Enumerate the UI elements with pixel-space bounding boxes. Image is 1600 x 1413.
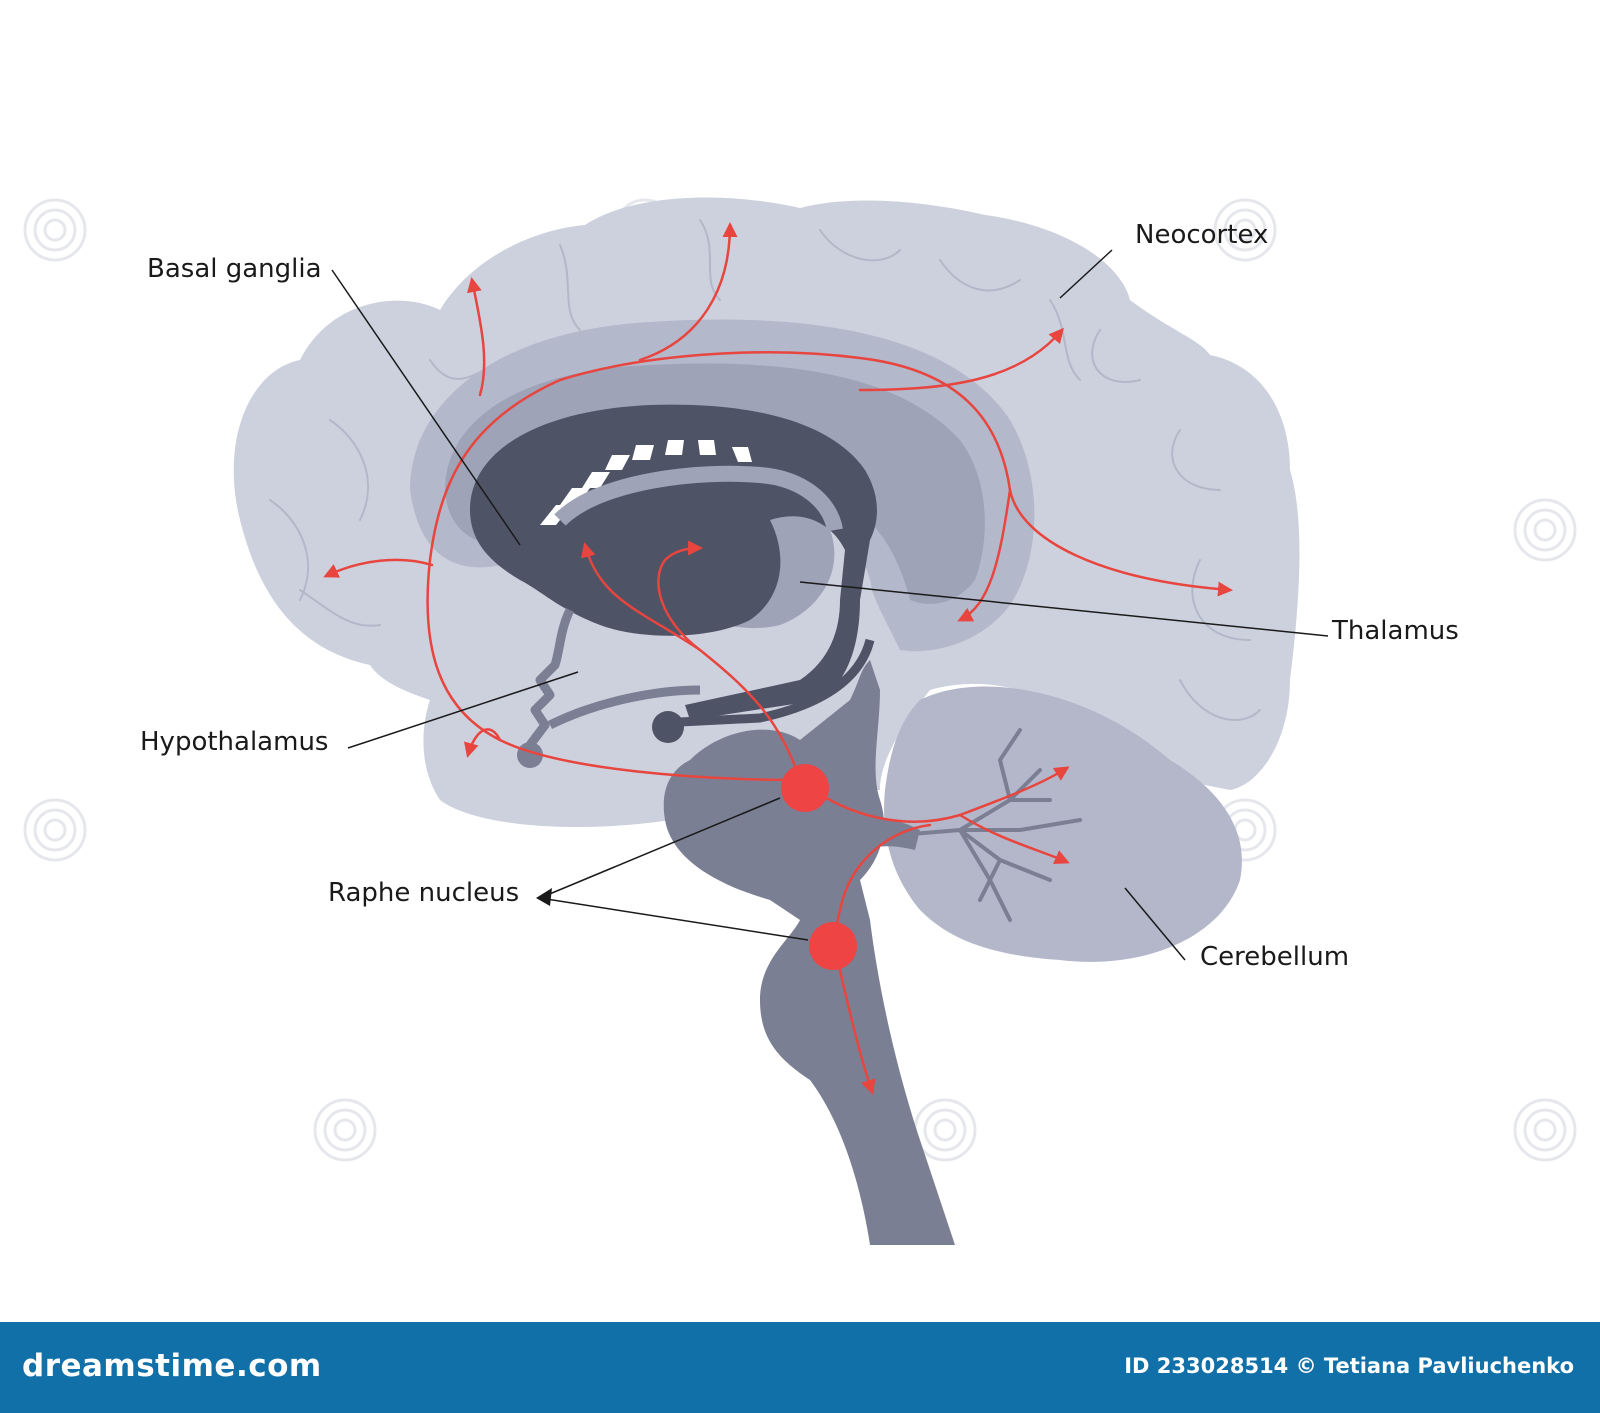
label-basal-ganglia: Basal ganglia	[147, 254, 322, 284]
serotonin-pathways	[323, 222, 1233, 1095]
footer-brand[interactable]: dreamstime.com	[22, 1348, 322, 1384]
optic-tract	[547, 685, 701, 730]
cerebellar-peduncle	[860, 818, 920, 850]
footer-image-id: ID 233028514	[1124, 1354, 1289, 1378]
raphe-nucleus-lower	[809, 922, 857, 970]
hypothalamus-stalk	[526, 607, 575, 748]
footer-author: © Tetiana Pavliuchenko	[1295, 1354, 1574, 1378]
label-raphe-nucleus: Raphe nucleus	[328, 878, 520, 908]
pineal-gland	[652, 711, 684, 743]
cerebellum-arbor	[898, 728, 1082, 922]
footer-credit: ID 233028514 © Tetiana Pavliuchenko	[1124, 1354, 1574, 1378]
leader-arrow-tip	[536, 888, 552, 906]
label-neocortex: Neocortex	[1135, 220, 1269, 250]
label-thalamus: Thalamus	[1332, 616, 1459, 646]
footer-bar: dreamstime.com ID 233028514 © Tetiana Pa…	[0, 1322, 1600, 1413]
brainstem-shape	[663, 660, 955, 1245]
fornix-light	[554, 465, 843, 532]
raphe-nucleus-upper	[781, 764, 829, 812]
label-cerebellum: Cerebellum	[1200, 942, 1350, 972]
label-hypothalamus: Hypothalamus	[140, 727, 329, 757]
brain-diagram	[23, 197, 1577, 1245]
leader-lines	[331, 249, 1329, 961]
cortex-gyri	[269, 219, 1261, 721]
